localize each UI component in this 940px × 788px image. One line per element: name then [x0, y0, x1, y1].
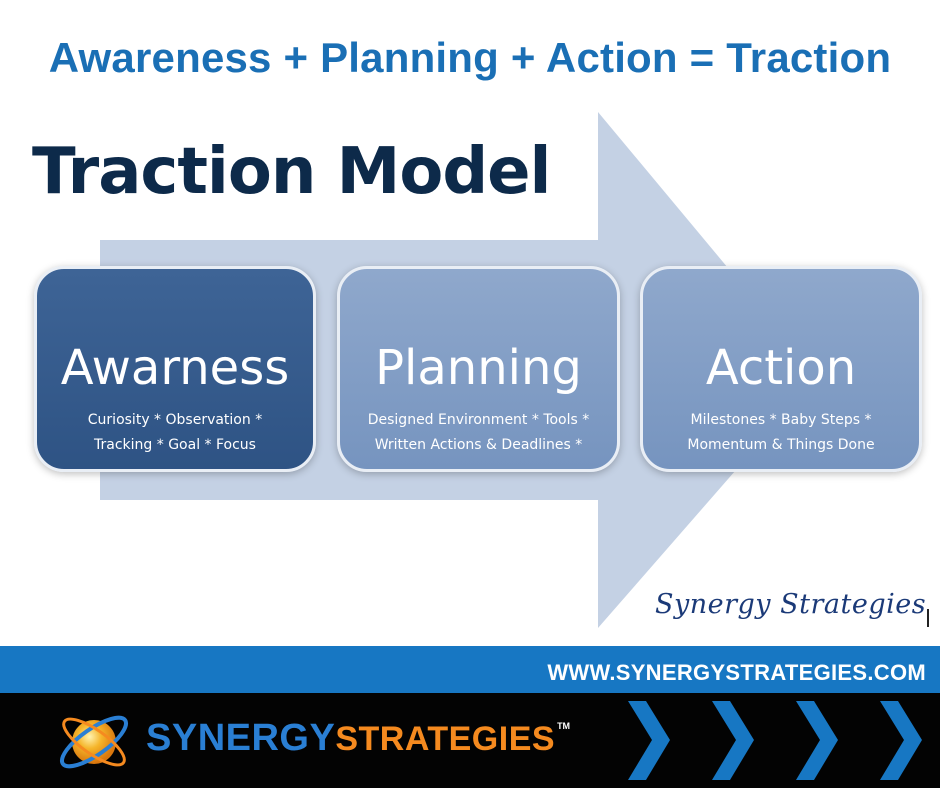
model-title: Traction Model [32, 135, 551, 209]
brand-trademark: TM [557, 721, 571, 731]
stage-awareness: Awarness Curiosity * Observation * Track… [34, 266, 316, 472]
stage-planning-line-1: Designed Environment * Tools * [367, 412, 590, 428]
footer-band [0, 693, 940, 788]
chevron-right-icon [880, 701, 922, 780]
stage-action-title: Action [705, 340, 857, 396]
stage-action-line-1: Milestones * Baby Steps * [690, 412, 872, 428]
headline: Awareness + Planning + Action = Traction [48, 34, 892, 81]
url-band [0, 646, 940, 693]
stage-action-line-2: Momentum & Things Done [687, 437, 875, 453]
chevron-right-icon [712, 701, 754, 780]
text-cursor-mark [927, 609, 929, 627]
chevron-strip [628, 701, 922, 780]
signature: Synergy Strategies [655, 589, 927, 620]
stage-planning: Planning Designed Environment * Tools * … [337, 266, 620, 472]
chevron-right-icon [628, 701, 670, 780]
stage-awareness-title: Awarness [60, 340, 290, 396]
stage-planning-title: Planning [375, 340, 582, 396]
stage-awareness-line-1: Curiosity * Observation * [87, 412, 263, 428]
stage-planning-line-2: Written Actions & Deadlines * [374, 437, 583, 453]
stage-action: Action Milestones * Baby Steps * Momentu… [640, 266, 922, 472]
stage-awareness-line-2: Tracking * Goal * Focus [94, 437, 256, 453]
globe-swirl-logo-icon [59, 715, 129, 769]
chevron-right-icon [796, 701, 838, 780]
website-link[interactable]: WWW.SYNERGYSTRATEGIES.COM [547, 660, 926, 685]
brand-synergy: SYNERGY [146, 717, 336, 759]
brand-strategies: STRATEGIES [335, 720, 556, 758]
